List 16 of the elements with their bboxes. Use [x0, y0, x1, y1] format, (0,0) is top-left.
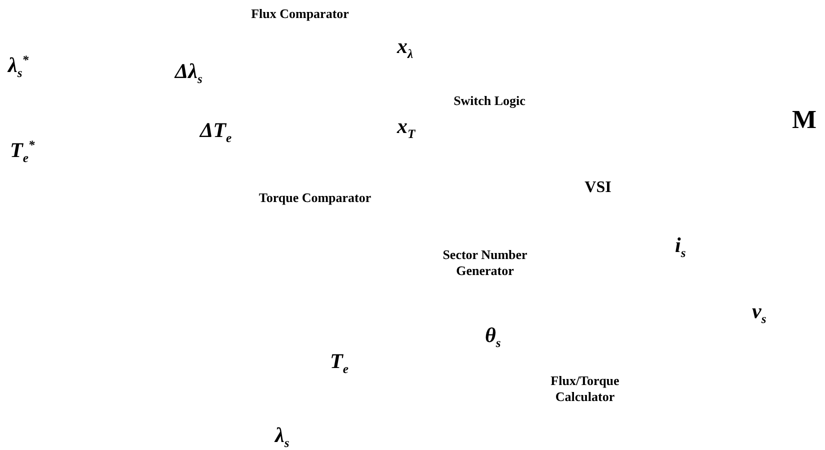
signal-symbol: θ$_{s}$: [485, 322, 501, 352]
signal-symbol: λ$_{s}$: [275, 422, 290, 450]
signal-symbol: Δλ$_{s}$: [175, 58, 202, 88]
signal-symbol: i$_{s}$: [675, 232, 686, 262]
signal-symbol: x$_{T}$: [397, 113, 416, 143]
block-label: Flux Comparator: [250, 6, 350, 22]
motor-label: M: [792, 104, 817, 136]
signal-symbol: T$_{e}$: [330, 348, 348, 378]
block-label: Torque Comparator: [258, 190, 372, 206]
block-label: Sector Number Generator: [442, 247, 528, 280]
signal-symbol: ΔT$_{e}$: [200, 117, 232, 147]
block-label: Switch Logic: [452, 93, 526, 110]
signal-symbol: x$_{λ}$: [397, 33, 414, 63]
block-label: Flux/Torque Calculator: [550, 373, 620, 406]
signal-symbol: v$_{s}$: [752, 298, 766, 328]
block-label: VSI: [584, 178, 612, 198]
